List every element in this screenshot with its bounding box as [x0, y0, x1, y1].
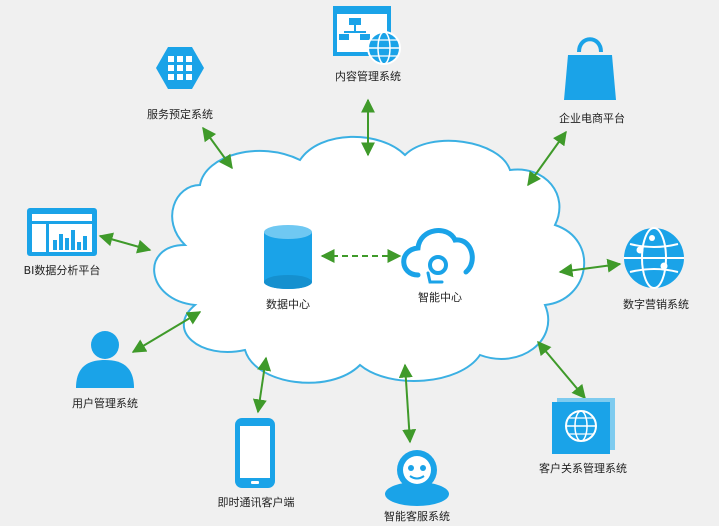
globe-document-icon — [552, 398, 615, 454]
arrow-digital-marketing — [558, 258, 622, 278]
shopping-bag-icon — [564, 37, 616, 100]
label-user-mgmt: 用户管理系统 — [72, 397, 138, 410]
label-instant-messaging: 即时通讯客户端 — [217, 496, 295, 509]
label-bi-analysis: BI数据分析平台 — [23, 264, 101, 277]
smartphone-icon — [235, 418, 275, 488]
label-data-center: 数据中心 — [266, 298, 310, 311]
cloud-headset-icon — [401, 228, 475, 284]
arrow-crm — [537, 340, 586, 400]
flowchart-globe-icon — [333, 6, 401, 65]
label-service-booking: 服务预定系统 — [147, 108, 213, 121]
label-ecommerce: 企业电商平台 — [559, 112, 625, 125]
database-cylinder-icon — [264, 225, 312, 289]
label-smart-service: 智能客服系统 — [384, 510, 450, 523]
arrow-ecommerce — [527, 130, 567, 187]
arrow-bi-analysis — [98, 232, 152, 254]
arrow-user-mgmt — [131, 311, 202, 353]
label-content-mgmt: 内容管理系统 — [335, 70, 401, 83]
label-digital-marketing: 数字营销系统 — [623, 298, 689, 311]
network-globe-icon — [624, 227, 684, 289]
hexagon-grid-icon — [156, 47, 204, 89]
user-icon — [76, 331, 134, 388]
robot-agent-icon — [385, 450, 449, 506]
label-smart-center: 智能中心 — [418, 291, 462, 304]
dashboard-chart-icon — [27, 208, 97, 256]
cloud-shape — [153, 135, 586, 384]
label-crm: 客户关系管理系统 — [539, 462, 627, 475]
arrow-smart-service — [398, 363, 417, 444]
arrow-service-booking — [202, 126, 233, 170]
arrow-instant-messaging — [252, 356, 272, 414]
